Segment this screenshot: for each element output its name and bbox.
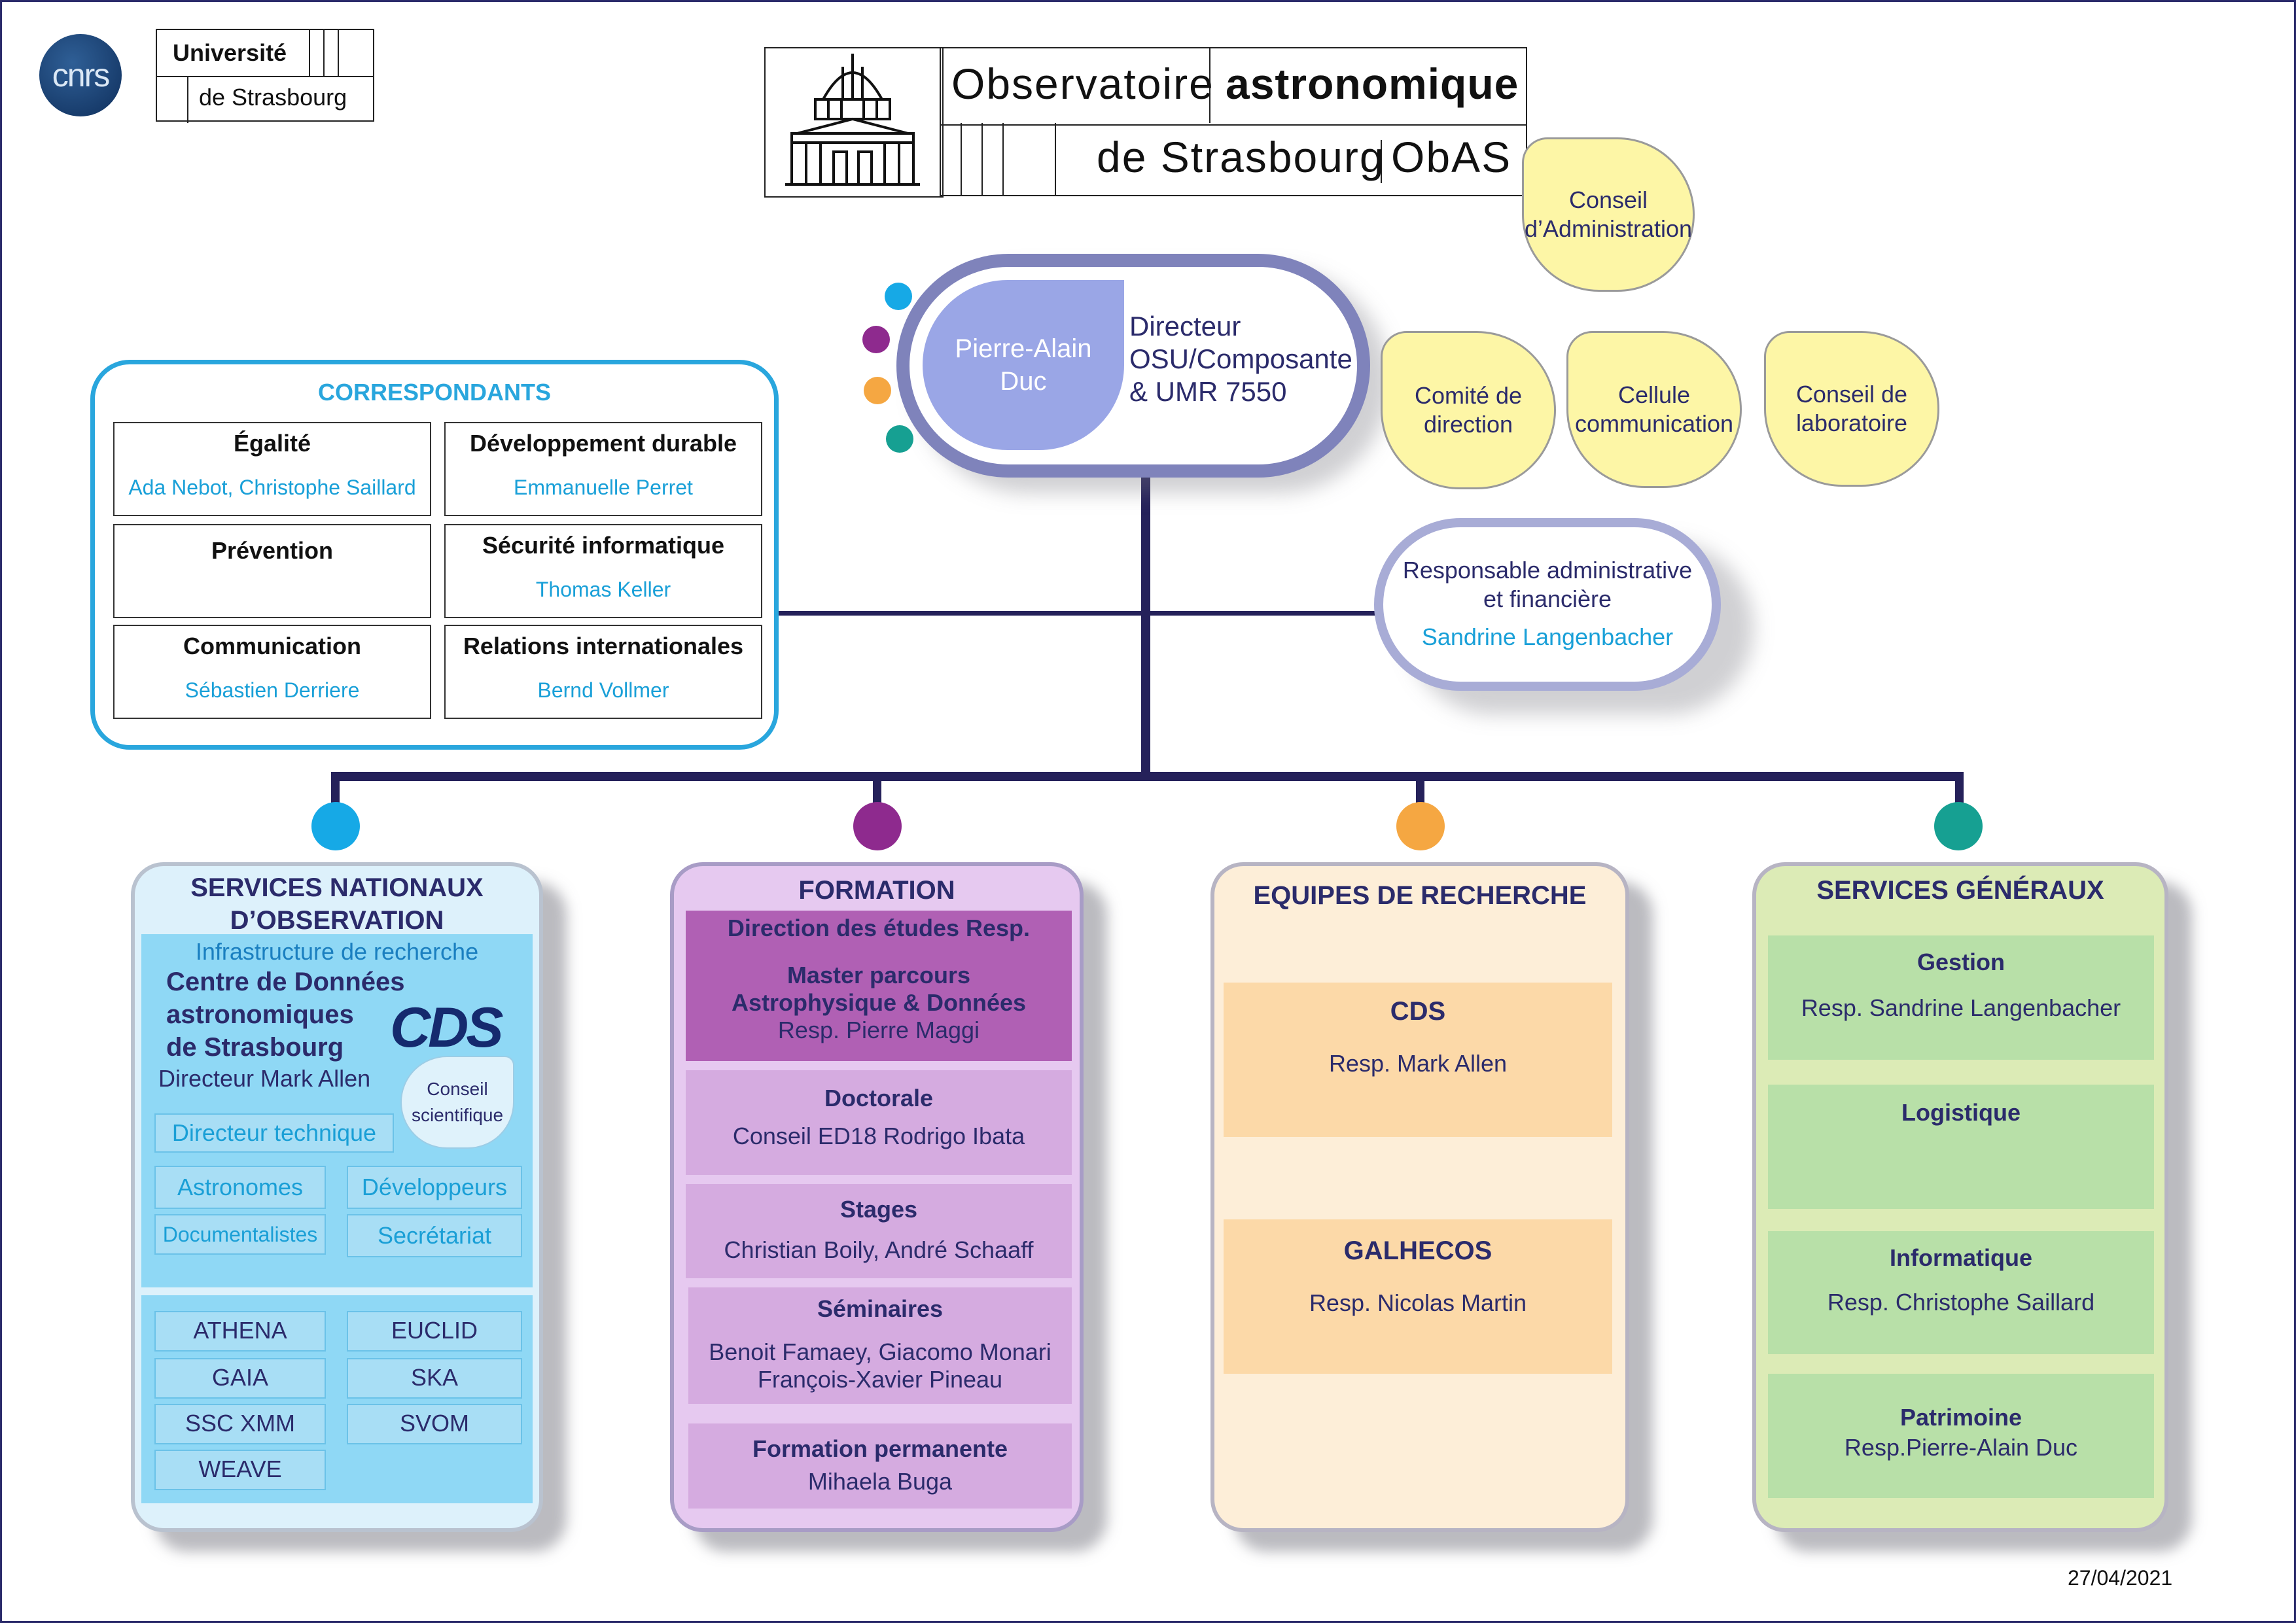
stages-box: Stages Christian Boily, André Schaaff: [686, 1184, 1072, 1278]
trunk-line: [1141, 476, 1150, 780]
observatory-building-icon: [764, 47, 944, 198]
gestion-box: Gestion Resp. Sandrine Langenbacher: [1768, 935, 2154, 1060]
comite-direction-bubble: Comité de direction: [1381, 331, 1556, 489]
doctorale-box: Doctorale Conseil ED18 Rodrigo Ibata: [686, 1070, 1072, 1175]
universite-strasbourg-logo: Université de Strasbourg: [156, 29, 374, 123]
cds-directeur: Directeur Mark Allen: [158, 1065, 371, 1092]
director-name: Pierre-Alain Duc: [923, 280, 1124, 450]
services-generaux-column: SERVICES GÉNÉRAUX Gestion Resp. Sandrine…: [1752, 862, 2168, 1532]
project-svom: SVOM: [347, 1404, 522, 1444]
universite-line1: Université: [173, 39, 287, 66]
dot-purple: [862, 326, 890, 353]
seminaires-box: Séminaires Benoit Famaey, Giacomo Monari…: [688, 1287, 1072, 1404]
raf-name: Sandrine Langenbacher: [1421, 623, 1674, 650]
cnrs-logo: cnrs: [39, 34, 122, 116]
universite-line2: de Strasbourg: [199, 84, 347, 111]
astronomique-word: astronomique: [1226, 60, 1519, 108]
project-ska: SKA: [347, 1358, 522, 1399]
project-ssc-xmm: SSC XMM: [154, 1404, 326, 1444]
projects-block: ATHENA EUCLID GAIA SKA SSC XMM SVOM WEAV…: [141, 1295, 533, 1503]
raf-pill: Responsable administrative et financière…: [1374, 518, 1721, 691]
project-athena: ATHENA: [154, 1311, 326, 1352]
directeur-technique-box: Directeur technique: [154, 1113, 394, 1153]
direction-etudes-box: Direction des études Resp. Master parcou…: [686, 911, 1072, 1061]
logistique-box: Logistique: [1768, 1085, 2154, 1209]
role-developpeurs: Développeurs: [347, 1166, 522, 1209]
conseil-laboratoire-bubble: Conseil de laboratoire: [1764, 331, 1939, 487]
cds-logo: CDS: [390, 996, 504, 1059]
branch-dot-purple: [853, 802, 902, 850]
cds-team-box: CDS Resp. Mark Allen: [1224, 983, 1612, 1137]
cellule-communication-bubble: Cellule communication: [1566, 331, 1742, 488]
obas-word: ObAS: [1391, 133, 1512, 181]
raf-title-1: Responsable administrative: [1402, 557, 1693, 584]
galhecos-team-box: GALHECOS Resp. Nicolas Martin: [1224, 1219, 1612, 1374]
date-label: 27/04/2021: [2068, 1566, 2173, 1590]
director-title: Directeur OSU/Composante & UMR 7550: [1129, 311, 1352, 407]
dot-teal: [886, 425, 913, 453]
equipes-recherche-column: EQUIPES DE RECHERCHE CDS Resp. Mark Alle…: [1210, 862, 1629, 1532]
formation-column: FORMATION Direction des études Resp. Mas…: [670, 862, 1084, 1532]
role-documentalistes: Documentalistes: [154, 1214, 326, 1255]
project-euclid: EUCLID: [347, 1311, 522, 1352]
raf-title-2: et financière: [1483, 585, 1612, 612]
project-gaia: GAIA: [154, 1358, 326, 1399]
de-strasbourg-word: de Strasbourg: [1097, 133, 1385, 181]
role-astronomes: Astronomes: [154, 1166, 326, 1209]
conseil-administration-bubble: Conseil d’Administration: [1522, 137, 1695, 292]
branch-dot-orange: [1396, 802, 1445, 850]
correspondants-title: CORRESPONDANTS: [317, 379, 552, 406]
corr-prevention: Prévention: [113, 524, 431, 618]
observatoire-word: Observatoire: [951, 60, 1214, 108]
formation-permanente-box: Formation permanente Mihaela Buga: [688, 1423, 1072, 1509]
formation-title: FORMATION: [798, 876, 955, 905]
dot-cyan: [885, 283, 912, 310]
project-weave: WEAVE: [154, 1450, 326, 1490]
patrimoine-box: Patrimoine Resp.Pierre-Alain Duc: [1768, 1374, 2154, 1498]
generaux-title: SERVICES GÉNÉRAUX: [1816, 876, 2104, 905]
branch-bar: [331, 772, 1963, 781]
horizontal-link-line: [779, 611, 1375, 616]
cds-block: Infrastructure de recherche Centre de Do…: [141, 934, 533, 1287]
recherche-title: EQUIPES DE RECHERCHE: [1253, 881, 1587, 910]
role-secretariat: Secrétariat: [347, 1214, 522, 1257]
infra-label: Infrastructure de recherche: [195, 938, 479, 965]
informatique-box: Informatique Resp. Christophe Saillard: [1768, 1231, 2154, 1354]
dot-orange: [864, 377, 891, 404]
branch-dot-cyan: [311, 802, 360, 850]
branch-dot-teal: [1934, 802, 1983, 850]
observatoire-logo: Observatoire astronomique de Strasbourg …: [764, 47, 1527, 198]
